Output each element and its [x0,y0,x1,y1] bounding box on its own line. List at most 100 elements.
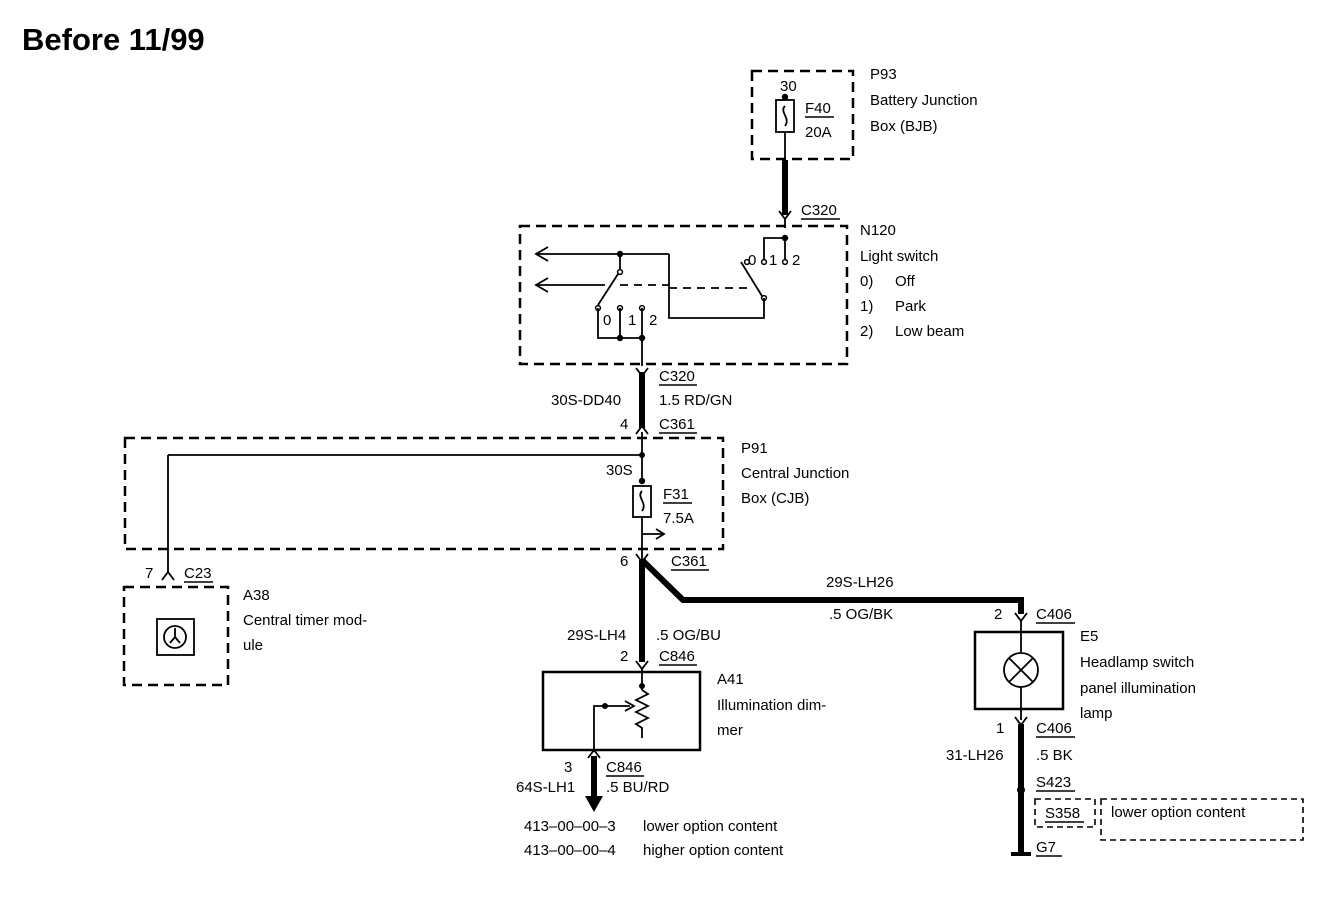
bjb-name-line2: Box (BJB) [870,118,938,135]
lamp-pin-in: 2 [994,606,1002,623]
lamp-outline [973,630,1065,711]
continuation-arrow-icon [585,796,603,812]
dimmer-out-connector: C846 [606,759,642,776]
wire-29s-lh26 [639,557,1024,614]
connector-c406-in-icon [1014,612,1028,623]
wire-main-circuit: 30S-DD40 [551,392,621,409]
arrow-left-icon [534,246,549,262]
wire-lh4-spec: .5 OG/BU [656,627,721,644]
fuse-element-icon [639,490,645,512]
connector-c361-icon [635,424,649,435]
lamp-name-line1: Headlamp switch [1080,654,1194,671]
switch-lower-pos-2: 2 [649,312,657,329]
switch-lower-pos-0: 0 [603,312,611,329]
switch-upper-blade [740,261,763,297]
timer-connector: C23 [184,565,212,582]
switch-pos0-label: Off [895,273,916,290]
bjb-name-line1: Battery Junction [870,92,978,109]
bjb-id: P93 [870,66,897,83]
splice-option-box [1034,798,1096,828]
switch-pos2-label: Low beam [895,323,964,340]
timer-name-line2: ule [243,637,263,654]
wire-lh4-circuit: 29S-LH4 [567,627,626,644]
diagram-title: Before 11/99 [22,22,205,57]
wiper-arrow-icon [624,700,636,712]
switch-upper-pos-2: 2 [792,252,800,269]
connector-c23-icon [161,570,175,581]
switch-pos0-num: 0) [860,273,873,290]
switch-pos1-label: Park [895,298,926,315]
option-content-box [1100,798,1304,841]
lamp-connector-in: C406 [1036,606,1072,623]
connector-c846-out-icon [587,748,601,759]
central-timer-module: A38 Central timer mod- ule [122,585,367,687]
cjb-outline [123,436,725,551]
dimmer-name-line2: mer [717,722,743,739]
fuse-f40-label: F40 [805,100,831,117]
fuse-f31-rating: 7.5A [663,510,694,527]
switch-id: N120 [860,222,896,239]
wire-main-connector: C320 [659,368,695,385]
cjb-out-connector: C361 [671,553,707,570]
wire-main-connector2: C361 [659,416,695,433]
light-switch-outline [518,224,849,366]
wire-main-pin: 4 [620,416,628,433]
wire-lh4-pin: 2 [620,648,628,665]
connector-c846-in-icon [635,660,649,671]
switch-pos1-num: 1) [860,298,873,315]
wire-lh26-spec: .5 OG/BK [829,606,893,623]
arrow-left-icon [534,277,549,293]
dimmer-outline [541,670,702,752]
bjb-outline [750,69,855,161]
cjb-out-pin: 6 [620,553,628,570]
dimmer-out-pin: 3 [564,759,572,776]
lamp-pin-out: 1 [996,720,1004,737]
lamp-name-line2: panel illumination [1080,680,1196,697]
lamp-connector-out: C406 [1036,720,1072,737]
fuse-element-icon [782,105,788,127]
light-switch: 0 1 2 0 1 2 N120 Light switch 0) Off 1) [518,222,964,366]
cjb-name-line2: Box (CJB) [741,490,809,507]
wire-lh4-connector: C846 [659,648,695,665]
timer-id: A38 [243,587,270,604]
cjb-circuit: 30S [606,462,633,479]
ref-code-1[interactable]: 413–00–00–3 [524,818,616,835]
switch-pos2-num: 2) [860,323,873,340]
wire-lh26-circuit: 29S-LH26 [826,574,894,591]
connector-c320-top-label: C320 [801,202,837,219]
cjb-id: P91 [741,440,768,457]
switch-upper-pos-1: 1 [769,252,777,269]
wire-main-spec: 1.5 RD/GN [659,392,732,409]
timer-name-line1: Central timer mod- [243,612,367,629]
timer-pin: 7 [145,565,153,582]
switch-lower-blade [597,273,619,306]
dimmer-name-line1: Illumination dim- [717,697,826,714]
splice-s423-node [1017,786,1025,794]
rheostat-icon [633,689,651,738]
illumination-dimmer: A41 Illumination dim- mer [541,668,826,752]
arrow-right-icon [655,528,666,540]
dimmer-id: A41 [717,671,744,688]
central-junction-box: 30S F31 7.5A P91 Central Junction Box (C… [123,432,849,572]
ref-label-2[interactable]: higher option content [643,842,784,859]
ref-code-2[interactable]: 413–00–00–4 [524,842,616,859]
battery-junction-box: 30 F40 20A P93 Battery Junction Box (BJB… [750,66,978,161]
fuse-f40-rating: 20A [805,124,832,141]
dimmer-out-circuit: 64S-LH1 [516,779,575,796]
ref-label-1[interactable]: lower option content [643,818,778,835]
lamp-name-line3: lamp [1080,705,1113,722]
lamp-spec-out: .5 BK [1036,747,1073,764]
lamp-circuit-out: 31-LH26 [946,747,1004,764]
headlamp-switch-illumination-lamp: E5 Headlamp switch panel illumination la… [973,628,1196,722]
bjb-pin: 30 [780,78,797,95]
switch-name: Light switch [860,248,938,265]
lamp-splice: S423 [1036,774,1071,791]
switch-upper-pos-0: 0 [748,252,756,269]
lamp-option-text: lower option content [1111,804,1246,821]
lamp-splice-option: S358 [1045,805,1080,822]
cjb-name-line1: Central Junction [741,465,849,482]
switch-lower-pos-1: 1 [628,312,636,329]
timer-outline [122,585,230,687]
lamp-id: E5 [1080,628,1098,645]
